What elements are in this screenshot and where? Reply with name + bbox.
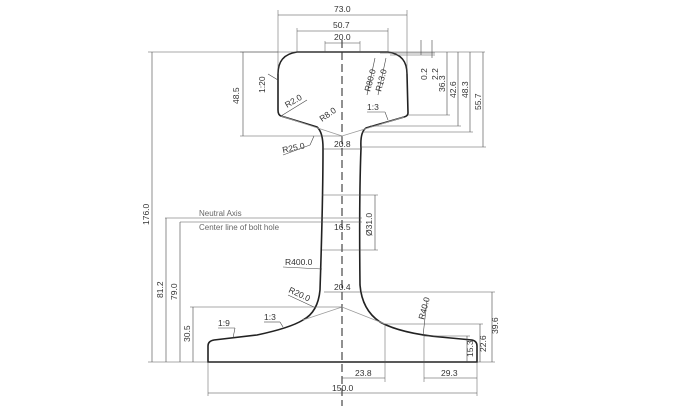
svg-text:R25.0: R25.0 bbox=[281, 140, 306, 155]
svg-text:1:3: 1:3 bbox=[264, 312, 276, 322]
svg-text:1:3: 1:3 bbox=[367, 102, 379, 112]
neutral-axis-label: Neutral Axis bbox=[199, 209, 242, 218]
svg-text:176.0: 176.0 bbox=[141, 203, 151, 225]
svg-text:36.3: 36.3 bbox=[437, 75, 447, 92]
svg-text:20.4: 20.4 bbox=[334, 282, 351, 292]
svg-text:29.3: 29.3 bbox=[441, 368, 458, 378]
svg-text:39.6: 39.6 bbox=[490, 317, 500, 334]
svg-text:R400.0: R400.0 bbox=[285, 257, 313, 267]
left-heights: 176.0 81.2 79.0 30.5 1:9 1:3 bbox=[141, 51, 342, 363]
dim-50-7: 50.7 bbox=[296, 20, 389, 52]
svg-text:1:9: 1:9 bbox=[218, 318, 230, 328]
svg-text:73.0: 73.0 bbox=[334, 4, 351, 14]
svg-text:79.0: 79.0 bbox=[169, 283, 179, 300]
dim-48-5: 48.5 bbox=[231, 52, 342, 137]
svg-text:23.8: 23.8 bbox=[355, 368, 372, 378]
rail-outline bbox=[207, 51, 478, 363]
svg-text:Ø31.0: Ø31.0 bbox=[364, 213, 374, 236]
web-dims: 20.8 Ø31.0 16.5 R400.0 20.4 R20.0 R40.0 bbox=[282, 139, 495, 337]
svg-text:1:20: 1:20 bbox=[257, 76, 267, 93]
svg-text:48.5: 48.5 bbox=[231, 87, 241, 104]
svg-text:2.2: 2.2 bbox=[430, 68, 440, 80]
svg-text:81.2: 81.2 bbox=[155, 281, 165, 298]
svg-text:55.7: 55.7 bbox=[473, 93, 483, 110]
svg-text:42.6: 42.6 bbox=[448, 81, 458, 98]
svg-text:R40.0: R40.0 bbox=[416, 296, 432, 321]
svg-text:50.7: 50.7 bbox=[333, 20, 350, 30]
dims-right-head: 0.2 2.2 36.3 42.6 48.3 55.7 bbox=[362, 40, 486, 148]
svg-text:15.3: 15.3 bbox=[465, 340, 475, 357]
svg-text:150.0: 150.0 bbox=[332, 383, 354, 393]
svg-text:0.2: 0.2 bbox=[419, 68, 429, 80]
svg-text:30.5: 30.5 bbox=[182, 325, 192, 342]
dim-20: 20.0 bbox=[324, 32, 361, 52]
bolt-line-label: Center line of bolt hole bbox=[199, 223, 280, 232]
foot-right-dims: 39.6 22.6 15.3 bbox=[385, 292, 500, 363]
axis-lines: Neutral Axis Center line of bolt hole bbox=[165, 209, 362, 232]
bottom-dims: 23.8 29.3 150.0 bbox=[207, 324, 478, 396]
svg-text:R8.0: R8.0 bbox=[317, 105, 338, 124]
svg-text:20.0: 20.0 bbox=[334, 32, 351, 42]
dim-73: 73.0 bbox=[277, 4, 408, 74]
svg-text:R2.0: R2.0 bbox=[283, 92, 304, 110]
svg-text:22.6: 22.6 bbox=[478, 335, 488, 352]
svg-text:16.5: 16.5 bbox=[334, 222, 351, 232]
svg-text:48.3: 48.3 bbox=[460, 81, 470, 98]
svg-text:20.8: 20.8 bbox=[334, 139, 351, 149]
